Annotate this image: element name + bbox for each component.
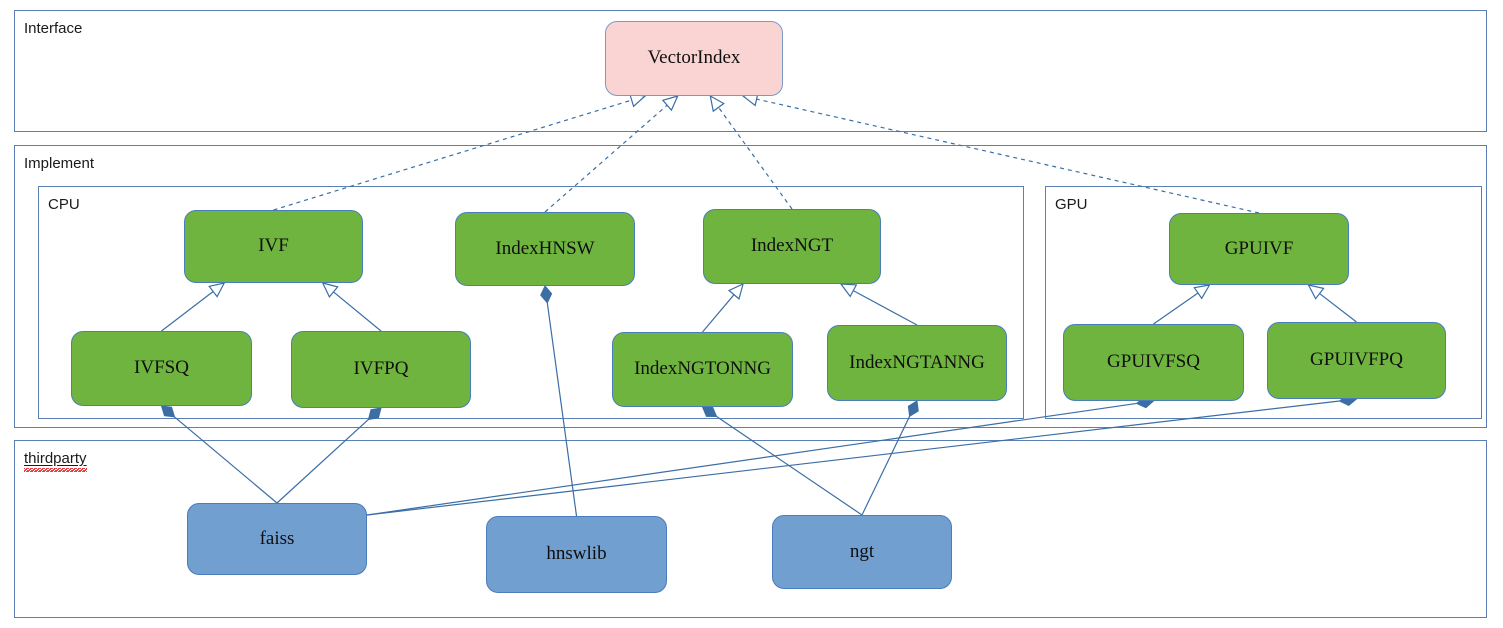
node-label: VectorIndex	[647, 47, 741, 69]
panel-label-gpu: GPU	[1055, 196, 1088, 213]
edge-e13-composition	[366, 396, 1155, 516]
edge-e10-generalization	[1307, 284, 1357, 323]
panel-thirdparty	[14, 440, 1487, 618]
edge-e1-realization	[273, 93, 647, 211]
edge-e4-realization	[741, 91, 1260, 214]
node-label: faiss	[259, 527, 295, 549]
edge-e6-generalization	[321, 282, 382, 332]
node-gpuivfpq[interactable]: GPUIVFPQ	[1267, 322, 1446, 399]
edge-e14-composition	[366, 393, 1358, 516]
node-indexngt[interactable]: IndexNGT	[703, 209, 881, 284]
node-ivfsq[interactable]: IVFSQ	[71, 331, 252, 406]
edge-e15-composition	[540, 285, 578, 517]
node-hnswlib[interactable]: hnswlib	[486, 516, 667, 593]
node-ngt[interactable]: ngt	[772, 515, 952, 589]
panel-cpu	[38, 186, 1024, 419]
edge-e8-generalization	[839, 283, 918, 326]
node-ivfpq[interactable]: IVFPQ	[291, 331, 471, 408]
node-label: GPUIVFSQ	[1107, 351, 1200, 373]
node-indexhnsw[interactable]: IndexHNSW	[455, 212, 635, 286]
edge-e17-composition	[861, 400, 919, 516]
node-ivf[interactable]: IVF	[184, 210, 363, 283]
edge-e5-generalization	[161, 282, 226, 332]
node-label: IndexHNSW	[495, 237, 595, 259]
node-faiss[interactable]: faiss	[187, 503, 367, 575]
node-label: GPUIVF	[1224, 237, 1294, 259]
edge-e3-realization	[709, 94, 793, 210]
node-label: IVFPQ	[353, 358, 409, 380]
panel-gpu	[1045, 186, 1482, 419]
node-label: IVF	[258, 235, 289, 257]
panel-label-implement: Implement	[24, 155, 95, 172]
node-label: IVFSQ	[134, 357, 189, 379]
node-vectorindex[interactable]: VectorIndex	[605, 21, 783, 96]
node-label: IndexNGTANNG	[849, 351, 985, 373]
edge-e2-realization	[544, 95, 679, 213]
edge-e11-composition	[160, 405, 278, 504]
node-label: IndexNGTONNG	[634, 358, 771, 380]
edge-e12-composition	[276, 407, 382, 504]
panel-label-interface: Interface	[24, 20, 83, 37]
panel-label-cpu: CPU	[48, 196, 80, 213]
edge-e16-composition	[701, 406, 863, 516]
node-label: ngt	[849, 540, 875, 562]
panel-implement	[14, 145, 1487, 428]
node-indexngtanng[interactable]: IndexNGTANNG	[827, 325, 1007, 401]
node-gpuivfsq[interactable]: GPUIVFSQ	[1063, 324, 1244, 401]
node-label: GPUIVFPQ	[1310, 349, 1403, 371]
edge-e9-generalization	[1153, 284, 1211, 325]
panel-interface	[14, 10, 1487, 132]
node-label: IndexNGT	[750, 235, 834, 257]
node-indexngtonng[interactable]: IndexNGTONNG	[612, 332, 793, 407]
spellcheck-squiggle-icon	[24, 468, 87, 472]
panel-label-thirdparty: thirdparty	[24, 450, 87, 467]
node-gpuivf[interactable]: GPUIVF	[1169, 213, 1349, 285]
edge-e7-generalization	[702, 282, 744, 333]
node-label: hnswlib	[546, 543, 607, 565]
